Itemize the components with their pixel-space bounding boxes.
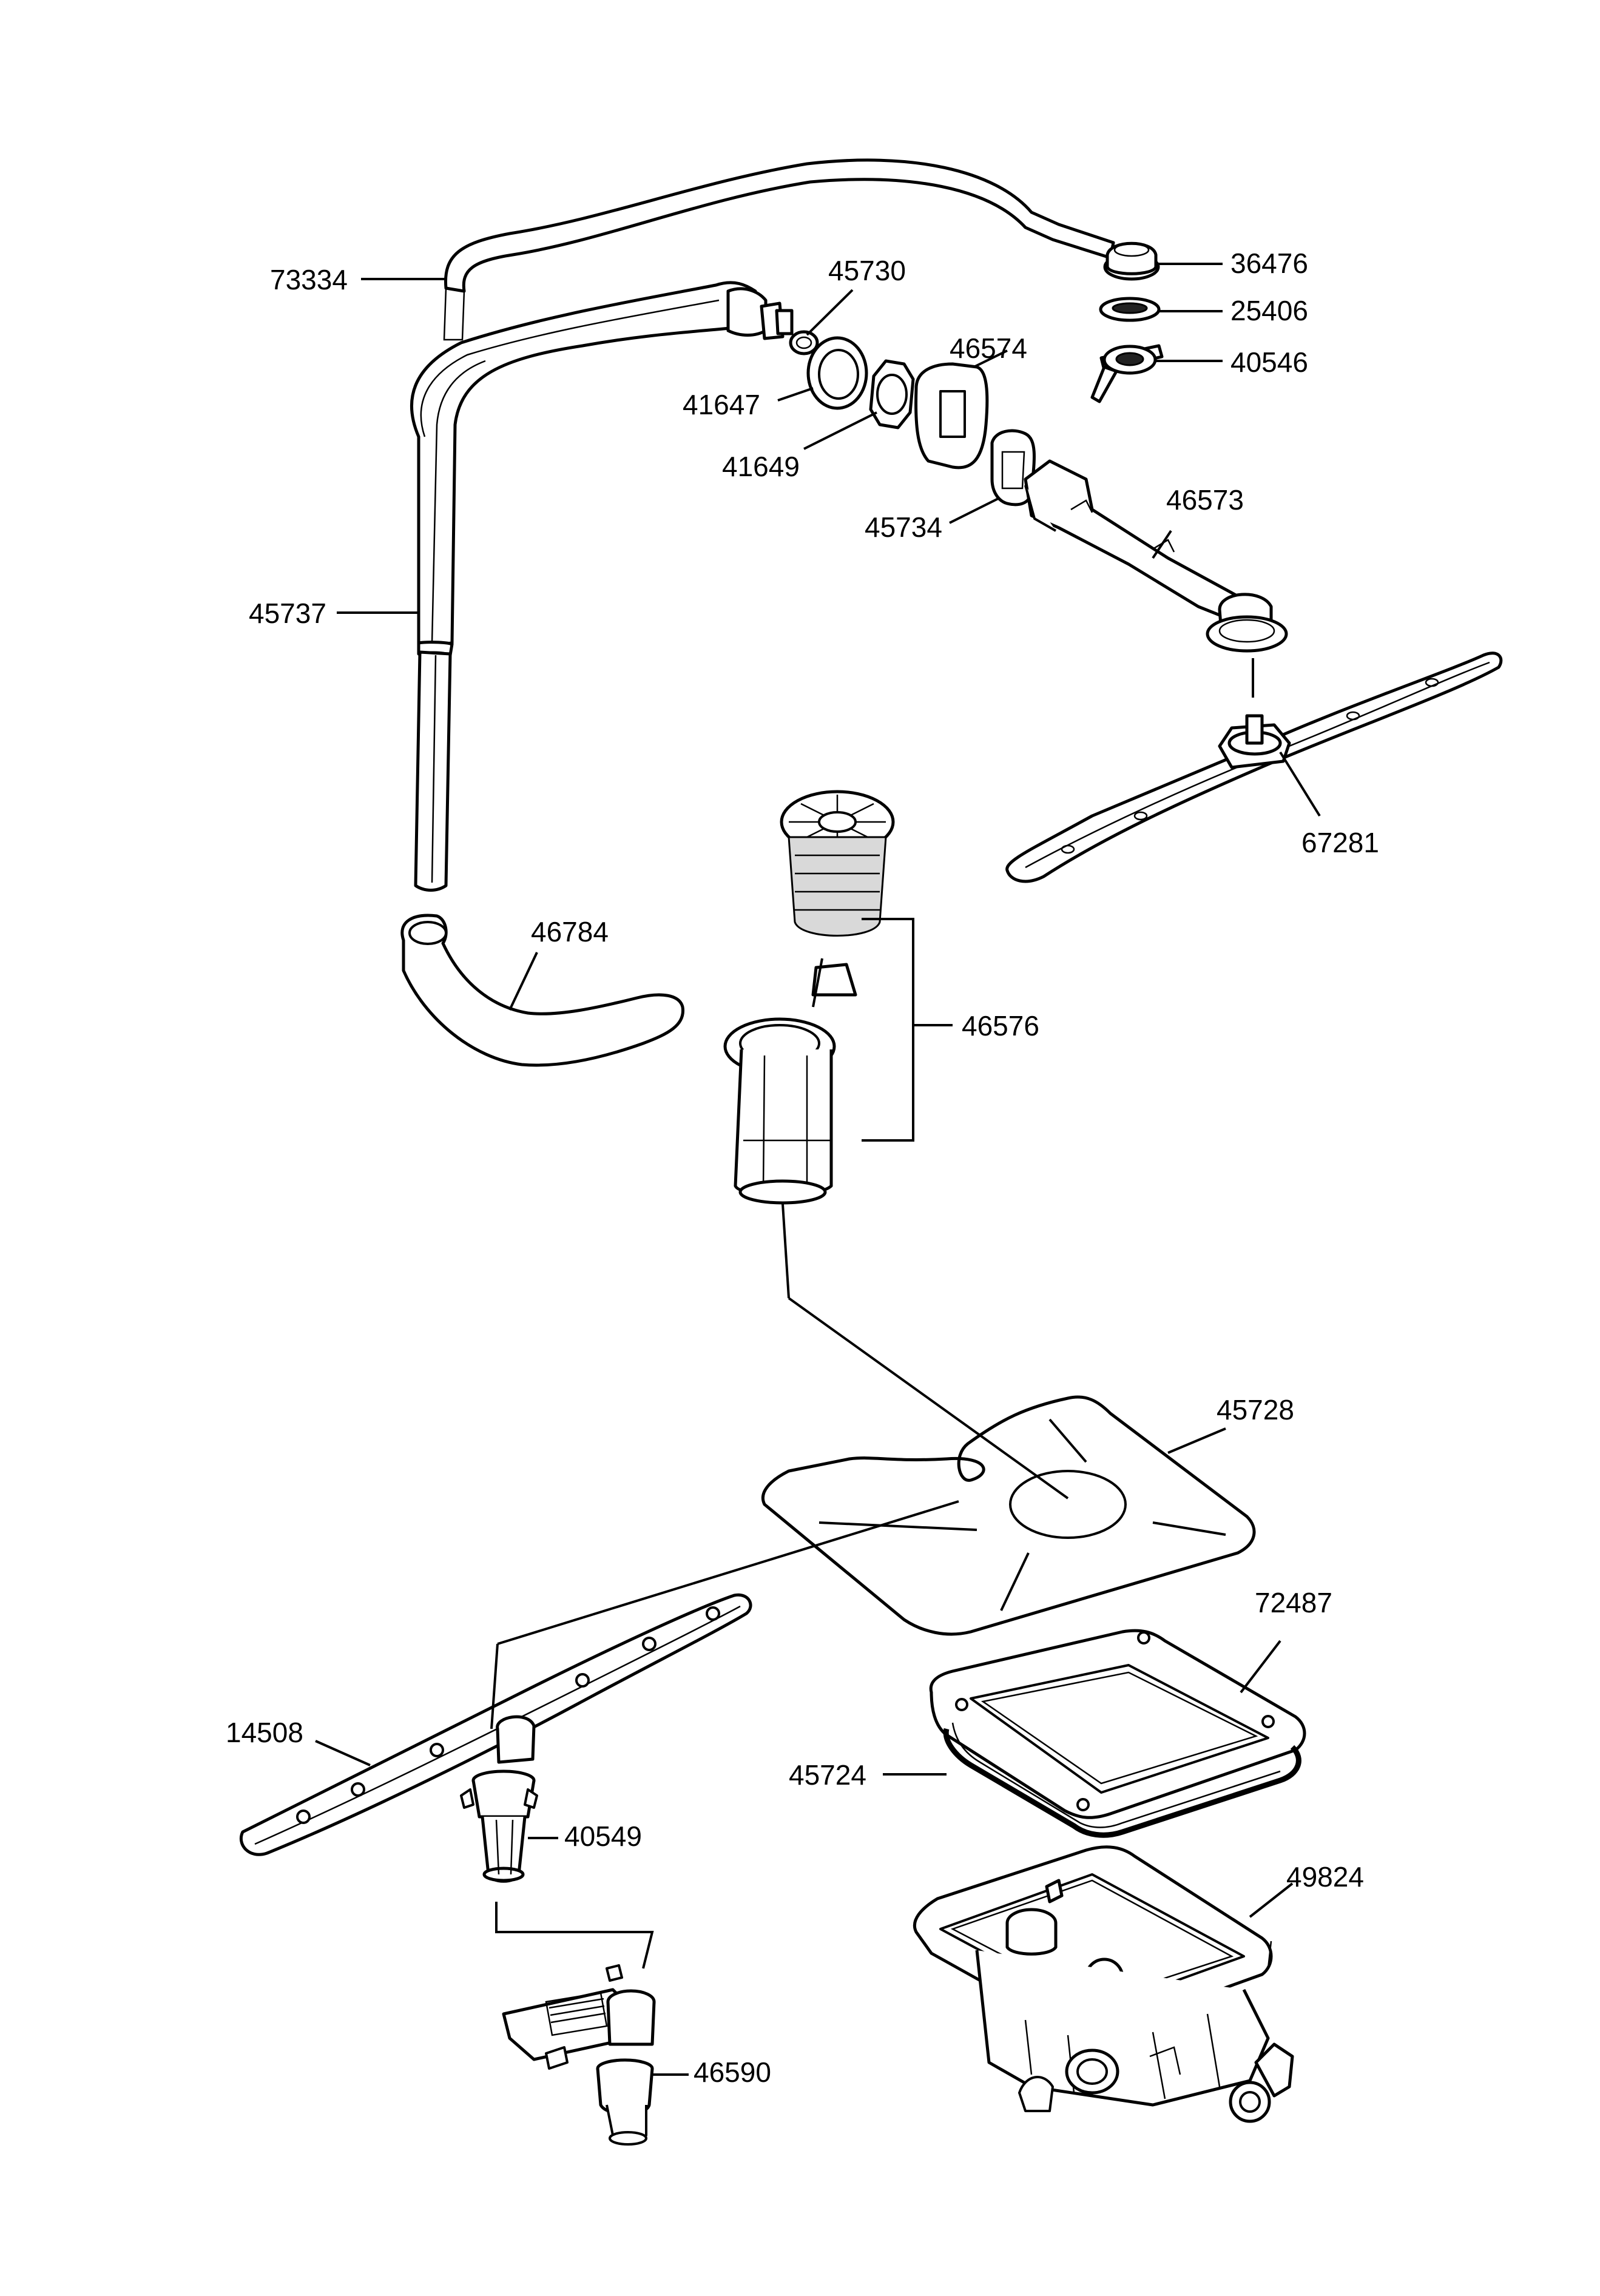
label-45734: 45734 <box>865 511 942 543</box>
label-49824: 49824 <box>1286 1861 1364 1893</box>
label-40546: 40546 <box>1230 346 1308 378</box>
part-number-labels: 73334 45730 36476 25406 40546 46574 4164… <box>226 247 1379 2088</box>
bearing-36476[interactable] <box>1103 241 1160 281</box>
label-41649: 41649 <box>722 451 800 482</box>
label-25406: 25406 <box>1230 295 1308 326</box>
washer-25406[interactable] <box>1099 297 1161 322</box>
hub-40549[interactable] <box>460 1769 538 1883</box>
label-36476: 36476 <box>1230 247 1308 279</box>
label-46590: 46590 <box>694 2056 771 2088</box>
spray-arm-46573[interactable] <box>1024 459 1288 653</box>
nut-41647[interactable] <box>806 336 868 410</box>
label-67281: 67281 <box>1301 827 1379 858</box>
label-73334: 73334 <box>270 264 348 295</box>
label-40549: 40549 <box>564 1820 642 1852</box>
label-14508: 14508 <box>226 1717 303 1748</box>
frame-72487[interactable] <box>929 1629 1306 1819</box>
tube-45737[interactable] <box>410 281 794 892</box>
sump-49824[interactable] <box>913 1845 1294 2123</box>
label-41647: 41647 <box>683 389 760 420</box>
label-72487: 72487 <box>1255 1587 1332 1618</box>
hub-40546[interactable] <box>1090 344 1164 403</box>
seal-46574[interactable] <box>914 362 989 470</box>
spray-arm-67281[interactable] <box>1005 651 1503 883</box>
spray-arm-14508[interactable] <box>239 1593 752 1856</box>
filter-46576[interactable] <box>723 790 895 1205</box>
label-45737: 45737 <box>249 598 326 629</box>
label-45728: 45728 <box>1217 1394 1294 1426</box>
label-45730: 45730 <box>828 255 906 286</box>
leader-lines <box>315 263 1321 2076</box>
gasket-45734[interactable] <box>990 429 1036 507</box>
label-46784: 46784 <box>531 916 609 948</box>
label-46573: 46573 <box>1166 484 1244 516</box>
label-46576: 46576 <box>962 1010 1039 1042</box>
hose-73334[interactable] <box>443 158 1115 341</box>
oring-45730[interactable] <box>789 330 819 355</box>
hose-46784[interactable] <box>400 914 685 1067</box>
label-46574: 46574 <box>950 332 1027 364</box>
gasket-41649[interactable] <box>869 359 915 429</box>
strainer-46590[interactable] <box>502 1964 656 2146</box>
gasket-45724[interactable] <box>943 1722 1301 1838</box>
filter-plate-45728[interactable] <box>761 1395 1256 1636</box>
label-45724: 45724 <box>789 1759 866 1791</box>
